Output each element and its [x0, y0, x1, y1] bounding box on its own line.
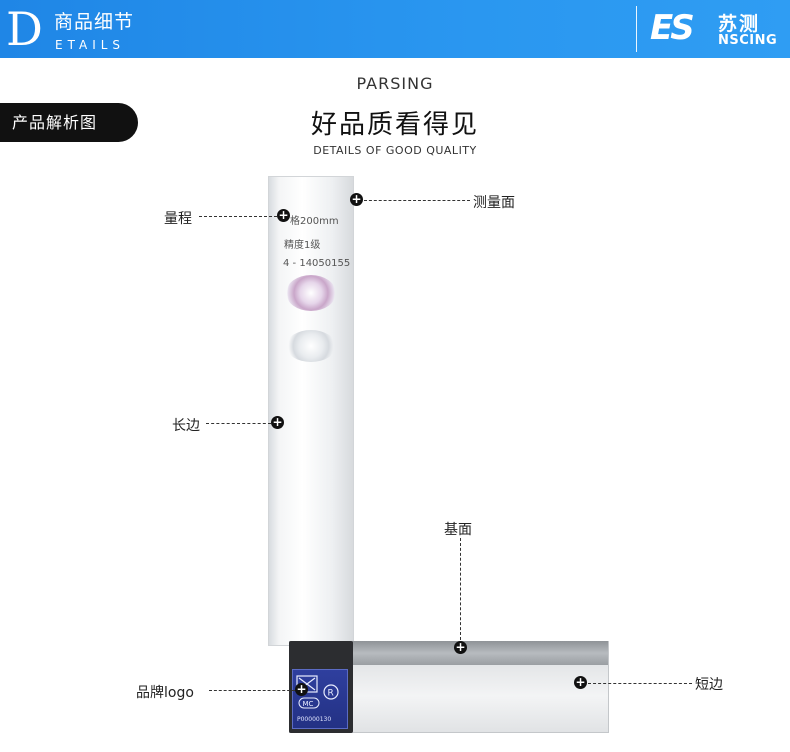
header-title-cn: 商品细节 — [54, 11, 135, 33]
brand-badge: R MC — [292, 669, 348, 729]
arm-serial-text: 4 - 14050155 — [283, 258, 351, 269]
leader-short-side — [588, 683, 692, 684]
leader-long-side — [206, 423, 271, 424]
svg-text:R: R — [328, 689, 334, 699]
label-short-side: 短边 — [695, 677, 723, 693]
label-range: 量程 — [164, 211, 192, 227]
brand-logo-mark: ES — [650, 8, 695, 48]
badge-code-text: P00000130 — [297, 716, 332, 723]
header-title-en: ETAILS — [55, 38, 126, 52]
marker-long-side-icon: + — [271, 415, 284, 429]
header-divider — [636, 6, 637, 52]
marker-short-side-icon: + — [574, 675, 587, 689]
marker-range-icon: + — [277, 208, 290, 222]
leader-measuring-face — [364, 200, 470, 201]
svg-text:MC: MC — [303, 700, 314, 708]
label-long-side: 长边 — [172, 418, 200, 434]
leader-range — [199, 216, 277, 217]
arm-spec-text: 格200mm — [290, 216, 339, 227]
marker-measuring-face-icon: + — [350, 192, 363, 206]
brand-logo-en: NSCING — [718, 33, 778, 48]
label-brand-logo: 品牌logo — [136, 685, 194, 701]
brand-logo-cn: 苏测 — [718, 13, 761, 35]
title-parsing: PARSING — [356, 74, 434, 93]
header-banner: D 商品细节 ETAILS ES 苏测 NSCING — [0, 0, 790, 58]
square-base-face — [352, 641, 608, 665]
square-long-arm — [268, 176, 354, 646]
marker-brand-logo-icon: + — [295, 682, 308, 696]
title-sub: DETAILS OF GOOD QUALITY — [313, 144, 477, 157]
leader-brand-logo — [209, 690, 295, 691]
title-main: 好品质看得见 — [310, 110, 479, 140]
section-tag: 产品解析图 — [0, 103, 138, 142]
label-measuring-face: 测量面 — [473, 195, 515, 211]
header-big-letter: D — [6, 2, 43, 56]
marker-base-face-icon: + — [454, 640, 467, 654]
leader-base-face — [460, 538, 461, 640]
hologram-sticker-faded — [286, 330, 336, 362]
arm-accuracy-text: 精度1级 — [284, 240, 321, 251]
hologram-sticker — [286, 275, 336, 311]
label-base-face: 基面 — [444, 522, 472, 538]
